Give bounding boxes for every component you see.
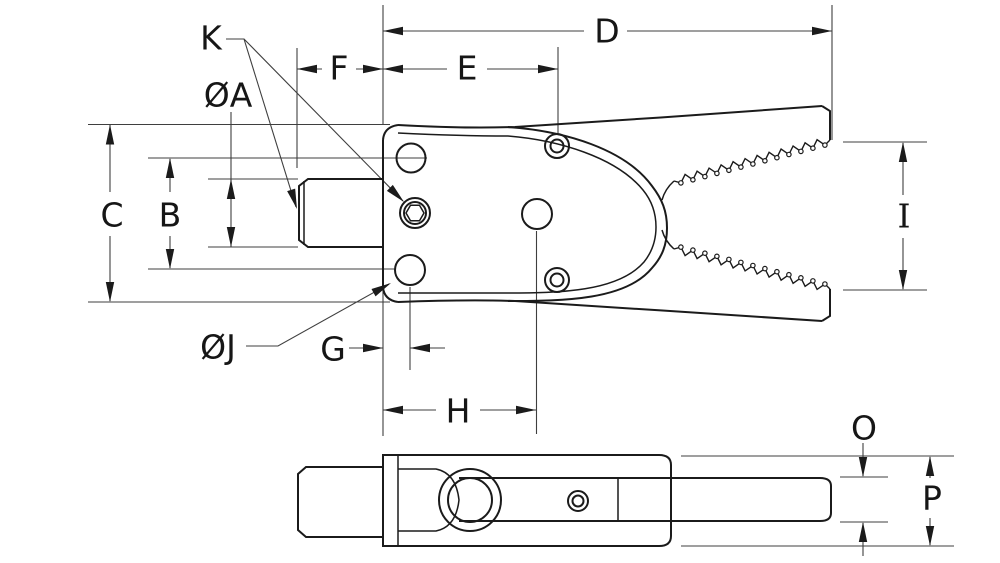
- top-view: [298, 105, 831, 322]
- leader-j: [246, 283, 390, 347]
- dimension-labels: K ØA C B F E D ØJ G H I O P: [100, 12, 941, 518]
- side-view: [297, 454, 832, 547]
- hole-bottom-left: [394, 254, 426, 286]
- shaft-top-view: [298, 178, 383, 248]
- hole-center: [521, 198, 553, 230]
- dim-label-i: I: [897, 197, 910, 236]
- side-screw-outer: [567, 490, 589, 512]
- jaw-lower-tip-edge: [821, 289, 831, 322]
- pivot-ring-inner: [447, 477, 493, 523]
- dim-label-d: D: [594, 12, 619, 51]
- body-nose-outline: [507, 126, 669, 302]
- serration-upper-jaw: [673, 138, 831, 186]
- dim-label-g: G: [320, 330, 346, 369]
- hole-top-left: [395, 142, 427, 174]
- dim-label-e: E: [457, 49, 478, 88]
- hex-socket-screw: [399, 197, 431, 229]
- screw-bottom-right: [544, 267, 570, 293]
- jaw-lower-bottom-edge: [397, 299, 823, 322]
- leader-k: [226, 38, 404, 208]
- housing-outline: [382, 454, 672, 547]
- serration-lower-jaw: [673, 244, 831, 291]
- dim-label-a: ØA: [204, 76, 253, 115]
- jaw-base-arcs: [661, 180, 675, 250]
- dim-label-p: P: [922, 479, 942, 518]
- jaw-upper-tip-edge: [821, 105, 831, 140]
- dim-label-b: B: [159, 196, 182, 235]
- side-screw-inner: [571, 494, 585, 508]
- dim-label-h: H: [446, 392, 471, 431]
- hex-recess: [405, 204, 425, 222]
- pivot-ring-outer: [438, 468, 502, 532]
- body-corner-arcs: [382, 124, 399, 303]
- dim-label-o: O: [851, 409, 877, 448]
- jaw-upper-top-edge: [397, 105, 823, 129]
- body-inner-contour: [397, 132, 657, 294]
- jaw-bar-side-view: [459, 477, 832, 522]
- housing-inner-pocket: [398, 468, 460, 532]
- shaft-side-view: [297, 466, 383, 538]
- dim-label-j: ØJ: [200, 328, 236, 367]
- dim-label-f: F: [330, 49, 349, 88]
- dim-label-c: C: [100, 196, 123, 235]
- screw-top-right: [544, 133, 570, 159]
- dim-label-k: K: [200, 19, 223, 58]
